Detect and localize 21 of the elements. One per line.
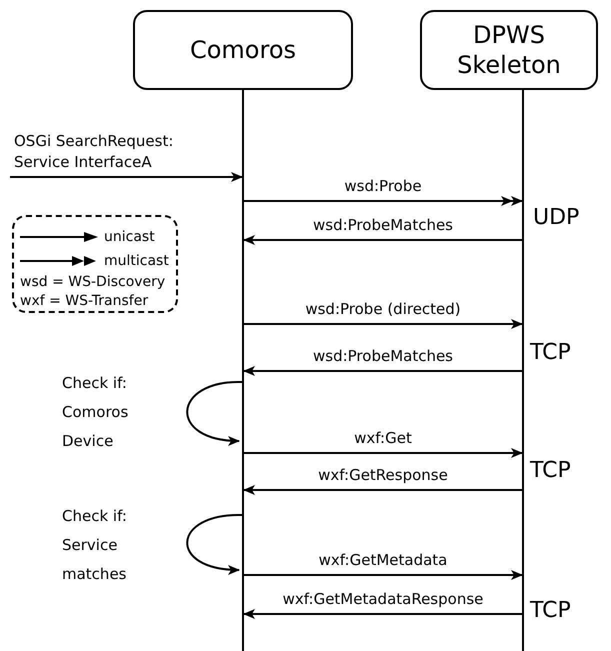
message-arrow xyxy=(243,609,522,619)
message-arrow xyxy=(244,570,523,580)
edge-label: wxf:GetMetadataResponse xyxy=(280,590,486,608)
abbreviation-note: wsd = WS-Discovery xyxy=(20,273,166,292)
participant-box: Comoros xyxy=(133,10,353,90)
message-arrow xyxy=(243,485,522,495)
message-arrow xyxy=(243,235,522,245)
self-call-arrow xyxy=(186,381,242,446)
abbreviation-note: wxf = WS-Transfer xyxy=(20,292,150,311)
lifeline xyxy=(242,90,244,651)
edge-label: OSGi SearchRequest: Service InterfaceA xyxy=(14,131,174,173)
message-arrow xyxy=(244,319,523,329)
edge-label: wxf:GetResponse xyxy=(316,466,450,484)
participant-box: DPWS Skeleton xyxy=(420,10,598,90)
message-arrow xyxy=(243,366,522,376)
legend-text: unicast xyxy=(104,229,155,245)
message-arrow xyxy=(244,448,523,458)
lifeline xyxy=(522,90,524,651)
message-arrow xyxy=(10,172,243,182)
legend-text: multicast xyxy=(104,253,169,269)
self-call-arrow xyxy=(186,514,242,574)
